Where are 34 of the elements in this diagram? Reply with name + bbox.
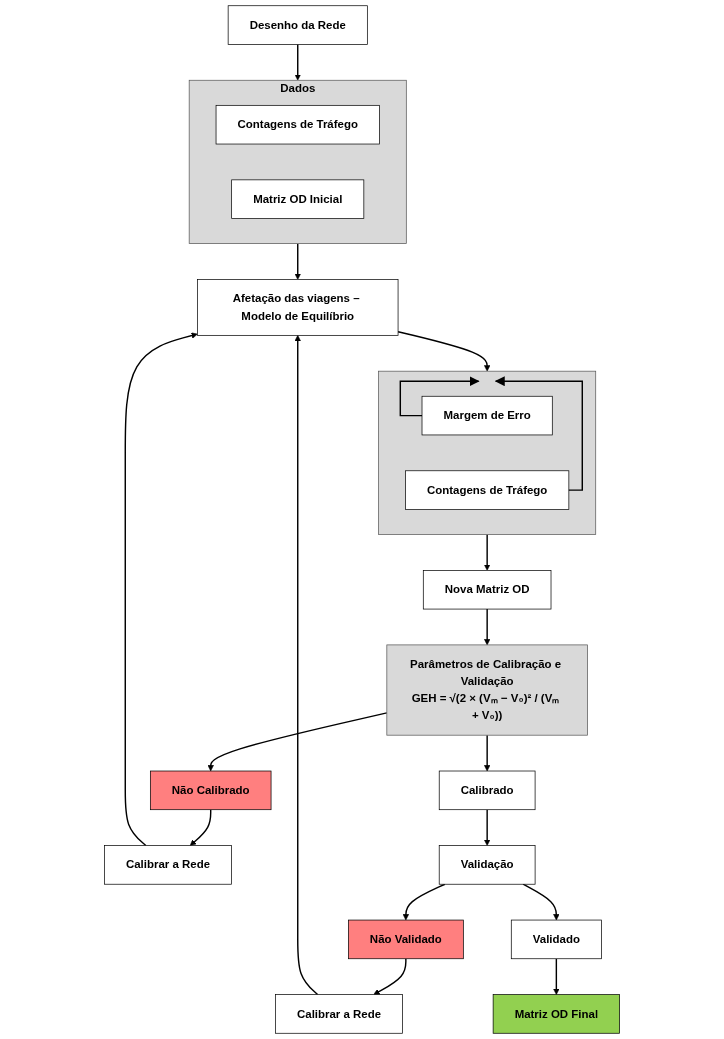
arrow	[397, 330, 491, 372]
arrow	[494, 376, 583, 491]
cluster	[378, 370, 597, 535]
node-box: Contagens de Tráfego	[405, 470, 570, 510]
node-box: Desenho da Rede	[227, 5, 368, 45]
node-box: Matriz OD Final	[492, 994, 620, 1034]
node-box: Validação	[438, 845, 536, 885]
arrow	[294, 43, 301, 81]
node-box: Parâmetros de Calibração e Validação GEH = √(2 × (Vₘ − V₀)² / (Vₘ + V₀))	[386, 644, 588, 736]
node-box: Calibrado	[438, 770, 536, 811]
arrow	[484, 533, 491, 571]
arrow	[402, 883, 446, 921]
arrow	[124, 332, 198, 847]
arrow	[207, 712, 388, 772]
node-box: Margem de Erro	[421, 395, 553, 436]
node-box: Afetação das viagens – Modelo de Equilíbrio	[197, 279, 399, 336]
arrow	[294, 242, 301, 280]
arrow	[373, 958, 407, 995]
arrow	[484, 608, 491, 646]
node-box: Nova Matriz OD	[422, 570, 552, 610]
node-box: Calibrar a Rede	[275, 994, 403, 1034]
arrow	[294, 335, 319, 996]
node-box: Validado	[510, 919, 602, 960]
node-box: Não Validado	[348, 919, 464, 960]
node-box: Matriz OD Inicial	[231, 179, 365, 219]
arrow	[522, 883, 560, 921]
arrow	[553, 958, 560, 995]
arrow	[484, 734, 491, 772]
arrow	[484, 809, 491, 846]
node-box: Calibrar a Rede	[104, 845, 232, 885]
node-box: Não Calibrado	[150, 770, 272, 811]
arrow	[189, 809, 212, 846]
arrow	[399, 376, 480, 417]
node-box: Contagens de Tráfego	[215, 104, 380, 145]
